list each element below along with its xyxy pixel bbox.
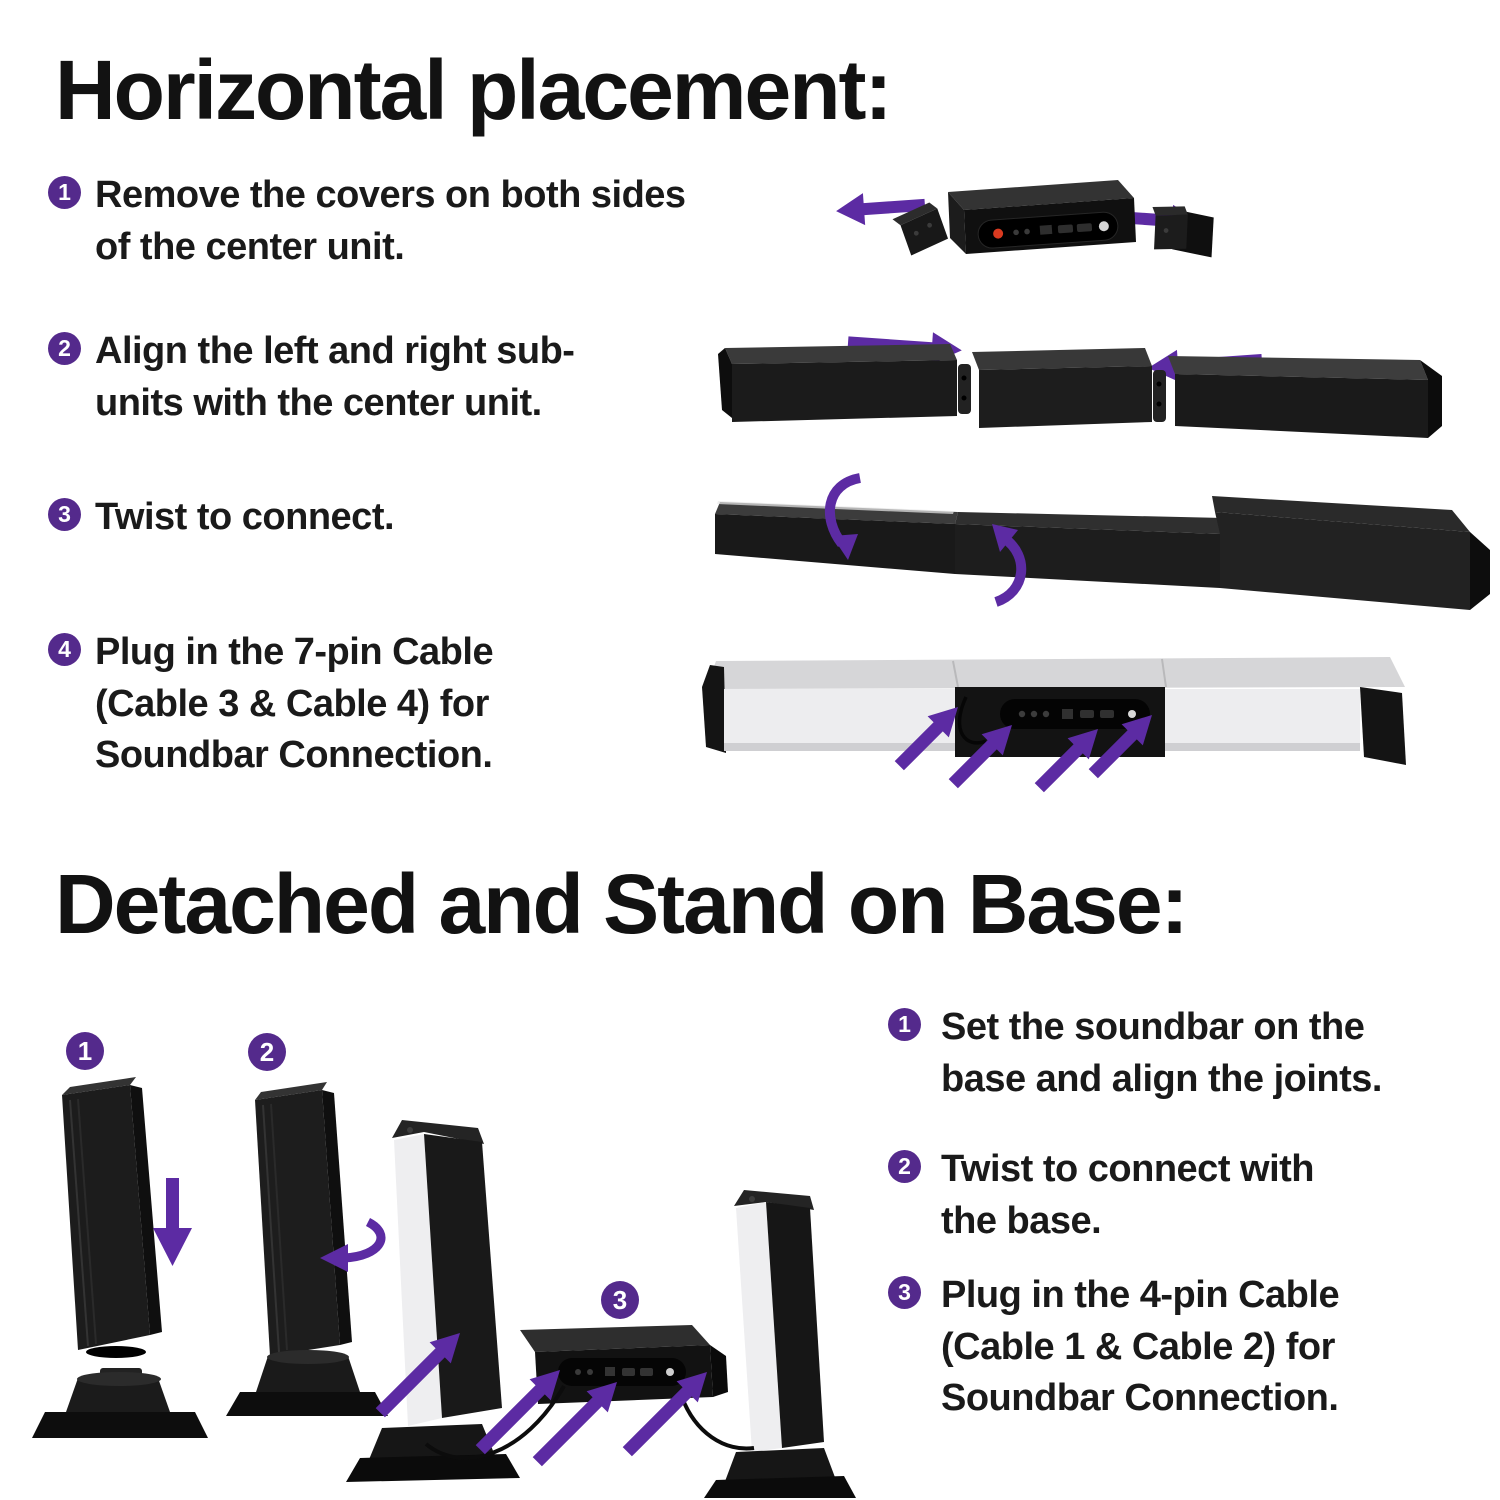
right-tower-on-base	[704, 1190, 856, 1498]
stand-on-base-figure	[32, 1077, 856, 1498]
twist-connect-figure	[715, 473, 1490, 610]
tower-twisting	[226, 1082, 388, 1416]
soundbar-back-view	[702, 657, 1406, 765]
right-light-tube	[1165, 689, 1360, 751]
center-unit-back	[520, 1325, 728, 1404]
base-step-3-text: Plug in the 4-pin Cable (Cable 1 & Cable…	[941, 1274, 1340, 1420]
cable-arrow-icon	[622, 1372, 707, 1457]
joint-connector	[1153, 370, 1166, 422]
section2-title: Detached and Stand on Base:	[55, 857, 1189, 951]
right-tower-light-tube	[736, 1202, 782, 1452]
twist-arrow-icon	[824, 473, 862, 560]
step-4-text: Plug in the 7-pin Cable (Cable 3 & Cable…	[95, 631, 494, 777]
arrow-left-icon	[836, 193, 926, 226]
right-cover	[1152, 206, 1214, 258]
tower-lowering	[32, 1077, 208, 1438]
step-2: 2 Align the left and right sub- units wi…	[48, 326, 768, 429]
cable-arrow-icon	[532, 1382, 617, 1467]
step-2-text: Align the left and right sub- units with…	[95, 330, 575, 424]
step-1: 1 Remove the covers on both sides of the…	[48, 170, 768, 273]
cable	[957, 696, 987, 745]
step-4: 4 Plug in the 7-pin Cable (Cable 3 & Cab…	[48, 627, 768, 782]
cable-2	[678, 1391, 755, 1451]
cable-arrow-icon	[1088, 715, 1152, 779]
figure-badge-1: 1	[66, 1032, 104, 1070]
power-button-dot	[993, 228, 1004, 239]
cable-arrow-icon	[894, 707, 958, 771]
step-2-number-badge: 2	[48, 332, 81, 365]
step-1-number-badge: 1	[48, 176, 81, 209]
cable-arrow-icon	[948, 725, 1012, 789]
down-arrow-icon	[153, 1178, 192, 1266]
cable-arrow-icon	[1034, 729, 1098, 793]
base-step-2: 2 Twist to connect with the base.	[888, 1144, 1478, 1247]
right-sub-unit	[1168, 356, 1442, 438]
center-sub-unit	[972, 348, 1152, 428]
figure-badge-3: 3	[601, 1281, 639, 1319]
plug-cable-figure	[702, 657, 1406, 793]
base-step-1-number-badge: 1	[888, 1008, 921, 1041]
figure-badge-2: 2	[248, 1033, 286, 1071]
left-cover	[892, 202, 949, 256]
cable-arrow-icon	[475, 1370, 560, 1455]
base-step-3-number-badge: 3	[888, 1276, 921, 1309]
base-step-1: 1 Set the soundbar on the base and align…	[888, 1002, 1478, 1105]
step-3-number-badge: 3	[48, 498, 81, 531]
base-step-1-text: Set the soundbar on the base and align t…	[941, 1006, 1382, 1100]
joint-connector	[958, 364, 971, 414]
step-3-text: Twist to connect.	[95, 496, 395, 538]
base-step-2-text: Twist to connect with the base.	[941, 1148, 1315, 1242]
step-3: 3 Twist to connect.	[48, 492, 768, 544]
left-tower-light-tube	[394, 1134, 442, 1426]
align-units-figure	[718, 332, 1442, 438]
base-step-2-number-badge: 2	[888, 1150, 921, 1183]
twist-arrow-icon	[320, 1217, 386, 1272]
cable-arrow-icon	[375, 1333, 460, 1418]
twist-arrow-icon	[992, 524, 1027, 607]
step-1-text: Remove the covers on both sides of the c…	[95, 174, 686, 268]
base-step-3: 3 Plug in the 4-pin Cable (Cable 1 & Cab…	[888, 1270, 1478, 1425]
center-unit	[948, 180, 1136, 254]
step-4-number-badge: 4	[48, 633, 81, 666]
cable-1	[424, 1385, 566, 1460]
remove-covers-figure	[836, 180, 1214, 258]
section1-title: Horizontal placement:	[55, 43, 892, 137]
left-sub-unit	[718, 344, 957, 422]
